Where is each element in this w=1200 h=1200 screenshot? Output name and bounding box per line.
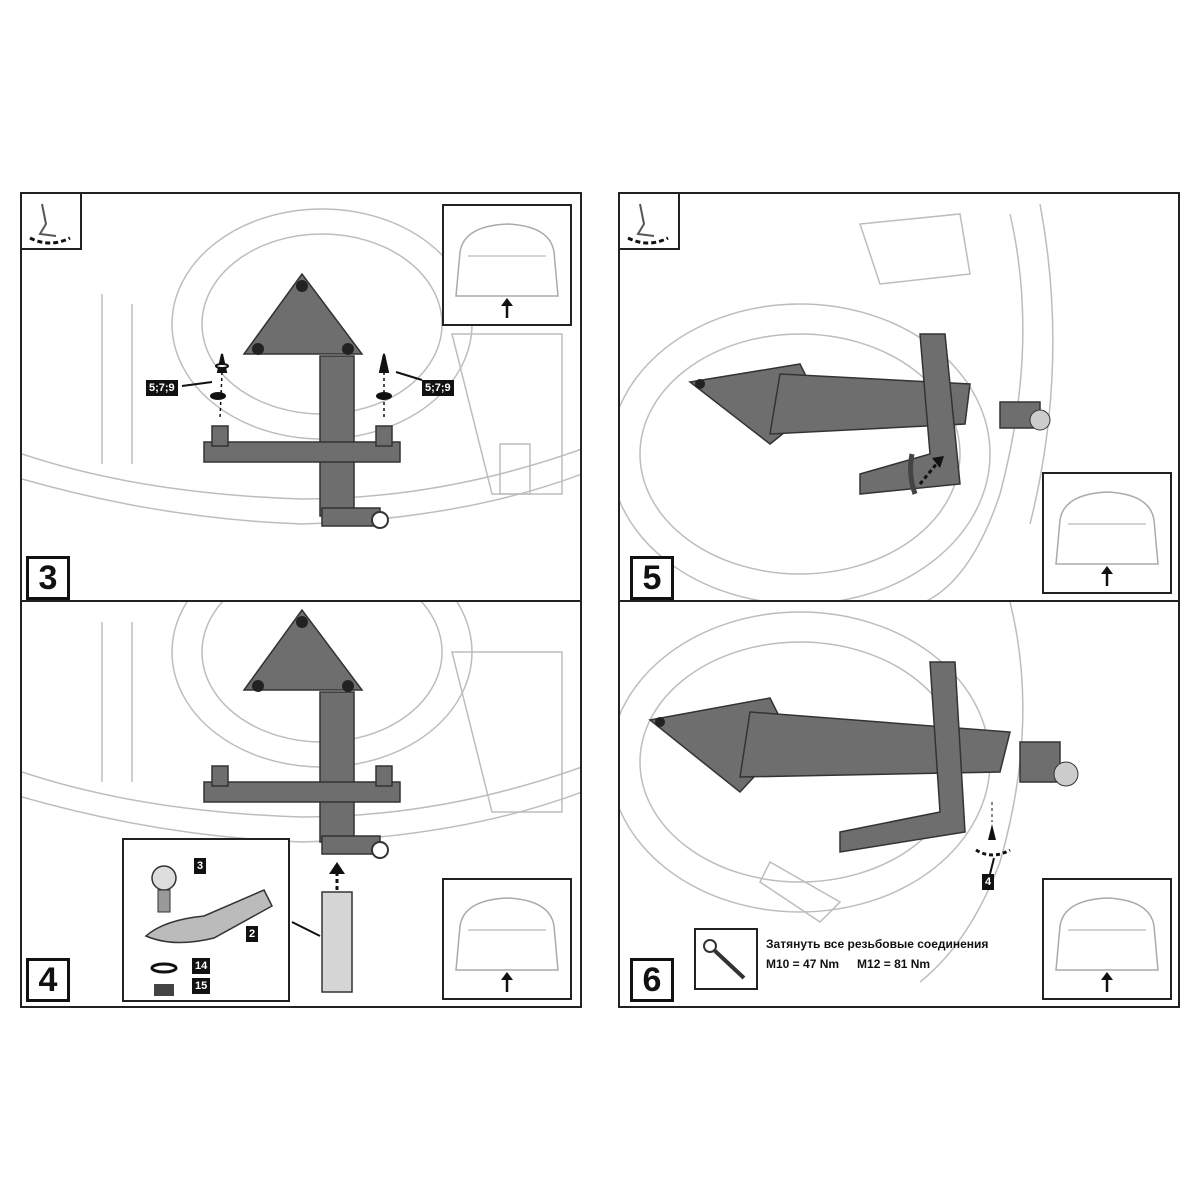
part-label-3: 3: [194, 858, 207, 874]
torque-note-title: Затянуть все резьбовые соединения: [766, 937, 989, 951]
bolt-icon: [210, 353, 392, 400]
step-3-panel: 5;7;9 5;7;9 3: [20, 192, 582, 602]
part-label-2: 2: [246, 926, 259, 942]
car-rear-icon: [1055, 897, 1159, 992]
part-label-15: 15: [192, 978, 211, 994]
step-number: 3: [26, 556, 70, 600]
tow-bar-frame: [203, 608, 401, 855]
torque-m12: M12 = 81 Nm: [857, 957, 931, 971]
tow-bar-frame: [203, 272, 401, 527]
car-rear-inset: [442, 878, 572, 1000]
car-rear-icon: [455, 897, 559, 992]
step-5-panel: 5: [618, 192, 1180, 602]
washer-icon: [150, 962, 178, 974]
nut-icon: [154, 984, 174, 996]
tow-ball-icon: [151, 865, 177, 891]
hand-tool-icon: [620, 194, 680, 250]
hand-tool-icon: [22, 194, 82, 250]
torque-m10: M10 = 47 Nm: [766, 957, 840, 971]
step-6-illustration: [620, 602, 1079, 983]
step-4-panel: 3 2 14 15 4: [20, 600, 582, 1008]
step-6-panel: 4 Затянуть все резьбовые соединения M10 …: [618, 600, 1180, 1008]
tow-ball-socket-ring: [371, 511, 389, 529]
car-rear-inset: [1042, 878, 1172, 1000]
step-4-illustration: [22, 602, 580, 993]
insert-tube: [321, 891, 353, 993]
bolt-icon: [988, 802, 996, 840]
car-rear-icon: [1055, 491, 1159, 586]
step-3-illustration: [22, 208, 580, 529]
torque-wrench-icon: [694, 928, 758, 990]
part-label-14: 14: [192, 958, 211, 974]
part-label-5-7-9-left: 5;7;9: [146, 380, 178, 396]
part-label-4: 4: [982, 874, 995, 890]
car-rear-inset: [1042, 472, 1172, 594]
torque-note: Затянуть все резьбовые соединения M10 = …: [766, 934, 988, 974]
step-5-illustration: [620, 203, 1054, 600]
step-number: 6: [630, 958, 674, 1002]
tow-bar-frame: [688, 333, 1041, 495]
car-rear-inset: [442, 204, 572, 326]
step-number: 4: [26, 958, 70, 1002]
car-rear-icon: [455, 223, 559, 318]
step-number: 5: [630, 556, 674, 600]
tow-bar-frame: [648, 661, 1061, 853]
part-label-5-7-9-right: 5;7;9: [422, 380, 454, 396]
